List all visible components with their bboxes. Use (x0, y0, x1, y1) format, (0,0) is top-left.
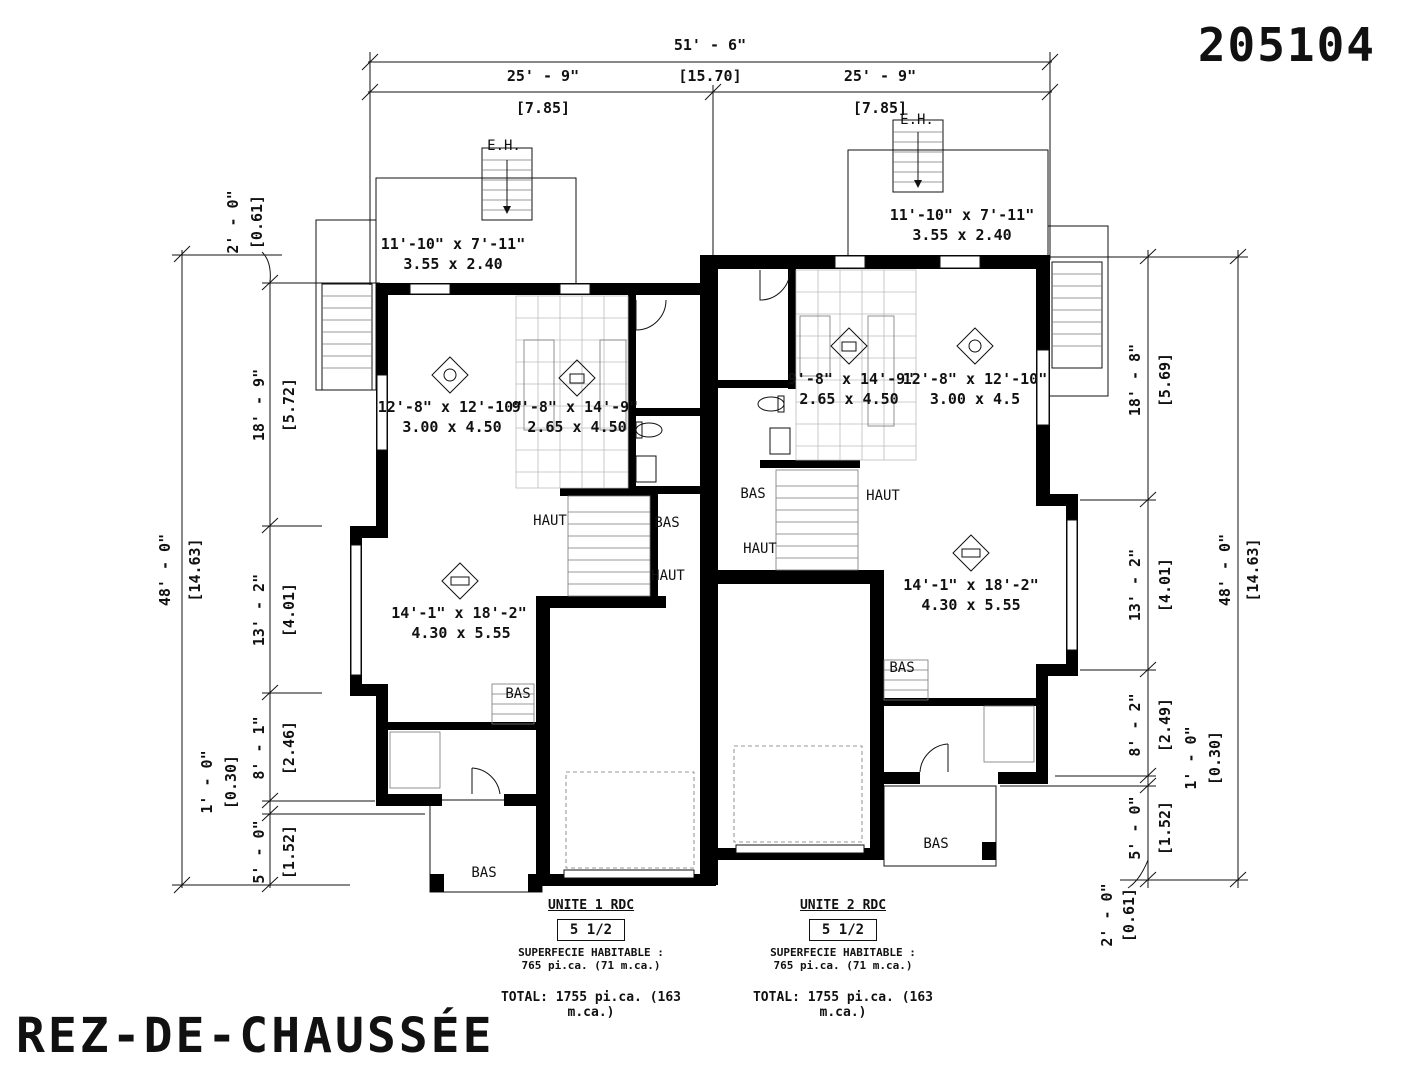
right-seg4-metric: [1.52] (1156, 801, 1174, 855)
unit-area: 765 pi.ca. (71 m.ca.) (521, 959, 661, 972)
kitchen-tiles (515, 269, 917, 489)
garages (565, 745, 863, 869)
left-width-metric: [7.85] (516, 99, 570, 117)
plan-title: REZ-DE-CHAUSSÉE (16, 1008, 495, 1064)
u2-eh-label: E.H. (900, 112, 934, 128)
u1-eh-label: E.H. (487, 138, 521, 154)
left-seg1: 18' - 9" (250, 369, 268, 441)
room-labels: 11'-10" x 7'-11" 3.55 x 2.40 12'-8" x 12… (378, 206, 1048, 642)
left-seg4-metric: [1.52] (280, 825, 298, 879)
dimension-lines (172, 52, 1248, 894)
u2-bas-a: BAS (740, 486, 765, 502)
unit-area: 765 pi.ca. (71 m.ca.) (773, 959, 913, 972)
unit-name: UNITE 2 RDC (799, 898, 887, 913)
right-seg3-metric: [2.49] (1156, 698, 1174, 752)
unit-area-label: SUPERFECIE HABITABLE : (770, 946, 916, 959)
u1-dining-size: 12'-8" x 12'-10" (378, 398, 523, 416)
left-seg3-metric: [2.46] (280, 721, 298, 775)
u2-bas-c: BAS (889, 660, 914, 676)
right-width: 25' - 9" (844, 67, 916, 85)
u2-kitchen-size: 9'-8" x 14'-9" (788, 370, 914, 388)
left-offset-top: 2' - 0" (224, 190, 242, 253)
right-offset-bottom-metric: [0.30] (1206, 731, 1224, 785)
unit-rooms: 5 1/2 (556, 919, 626, 941)
sink-icon (635, 427, 791, 483)
u2-living-size: 14'-1" x 18'-2" (903, 576, 1038, 594)
u1-bas-b: BAS (471, 865, 496, 881)
u1-bas-a: BAS (654, 515, 679, 531)
u1-kitchen-metric: 2.65 x 4.50 (527, 418, 626, 436)
door-swing-icon (471, 269, 949, 795)
right-offset-bottom: 1' - 0" (1182, 726, 1200, 789)
unit-name: UNITE 1 RDC (547, 898, 635, 913)
right-offset-low: 2' - 0" (1098, 883, 1116, 946)
right-width-metric: [7.85] (853, 99, 907, 117)
unit-total: TOTAL: 1755 pi.ca. (163 m.ca.) (752, 990, 933, 1020)
u1-deck-size: 11'-10" x 7'-11" (381, 235, 526, 253)
right-seg2: 13' - 2" (1126, 549, 1144, 621)
left-seg3: 8' - 1" (250, 716, 268, 779)
unit-area-label: SUPERFECIE HABITABLE : (518, 946, 664, 959)
left-seg2: 13' - 2" (250, 574, 268, 646)
dimension-texts: 51' - 6" [15.70] 25' - 9" [7.85] 25' - 9… (156, 36, 1262, 947)
left-offset-top-metric: [0.61] (248, 195, 266, 249)
u2-haut-b: HAUT (743, 541, 777, 557)
unit-rooms: 5 1/2 (808, 919, 878, 941)
sofa-icon (441, 534, 990, 600)
left-offset-bottom-metric: [0.30] (222, 755, 240, 809)
u1-bas-c: BAS (505, 686, 530, 702)
unit-2-summary: UNITE 2 RDC 5 1/2 SUPERFECIE HABITABLE :… (728, 898, 958, 1020)
right-seg1-metric: [5.69] (1156, 353, 1174, 407)
left-width: 25' - 9" (507, 67, 579, 85)
right-offset-low-metric: [0.61] (1120, 888, 1138, 942)
toilet-icon (635, 395, 785, 439)
u2-haut-a: HAUT (866, 488, 900, 504)
u1-deck-metric: 3.55 x 2.40 (403, 255, 502, 273)
u1-living-metric: 4.30 x 5.55 (411, 624, 510, 642)
right-depth-metric: [14.63] (1244, 538, 1262, 601)
right-seg1: 18' - 8" (1126, 344, 1144, 416)
left-depth-metric: [14.63] (186, 538, 204, 601)
u2-dining-metric: 3.00 x 4.5 (930, 390, 1020, 408)
u1-living-size: 14'-1" x 18'-2" (391, 604, 526, 622)
overall-width: 51' - 6" (674, 36, 746, 54)
u2-deck-size: 11'-10" x 7'-11" (890, 206, 1035, 224)
right-depth: 48' - 0" (1216, 534, 1234, 606)
right-seg2-metric: [4.01] (1156, 558, 1174, 612)
unit-total: TOTAL: 1755 pi.ca. (163 m.ca.) (500, 990, 681, 1020)
unit-1-summary: UNITE 1 RDC 5 1/2 SUPERFECIE HABITABLE :… (476, 898, 706, 1020)
u2-living-metric: 4.30 x 5.55 (921, 596, 1020, 614)
overall-width-metric: [15.70] (678, 67, 741, 85)
walls (350, 255, 1078, 886)
u2-kitchen-metric: 2.65 x 4.50 (799, 390, 898, 408)
u1-kitchen-size: 9'-8" x 14'-9" (512, 398, 638, 416)
u2-bas-b: BAS (923, 836, 948, 852)
windows (350, 255, 1078, 879)
stair-icon (491, 469, 929, 725)
closets (389, 705, 1035, 789)
left-offset-bottom: 1' - 0" (198, 750, 216, 813)
kitchen-icon (558, 327, 868, 397)
dining-icon (431, 327, 994, 394)
u1-haut-a: HAUT (533, 513, 567, 529)
right-seg4: 5' - 0" (1126, 796, 1144, 859)
right-seg3: 8' - 2" (1126, 693, 1144, 756)
stair-labels: E.H. E.H. HAUT BAS HAUT BAS BAS BAS HAUT… (471, 112, 948, 881)
u1-haut-b: HAUT (651, 568, 685, 584)
u2-deck-metric: 3.55 x 2.40 (912, 226, 1011, 244)
u1-dining-metric: 3.00 x 4.50 (402, 418, 501, 436)
left-seg1-metric: [5.72] (280, 378, 298, 432)
left-depth: 48' - 0" (156, 534, 174, 606)
left-seg4: 5' - 0" (250, 820, 268, 883)
u2-dining-size: 12'-8" x 12'-10" (903, 370, 1048, 388)
left-seg2-metric: [4.01] (280, 583, 298, 637)
plan-number: 205104 (1197, 18, 1376, 72)
